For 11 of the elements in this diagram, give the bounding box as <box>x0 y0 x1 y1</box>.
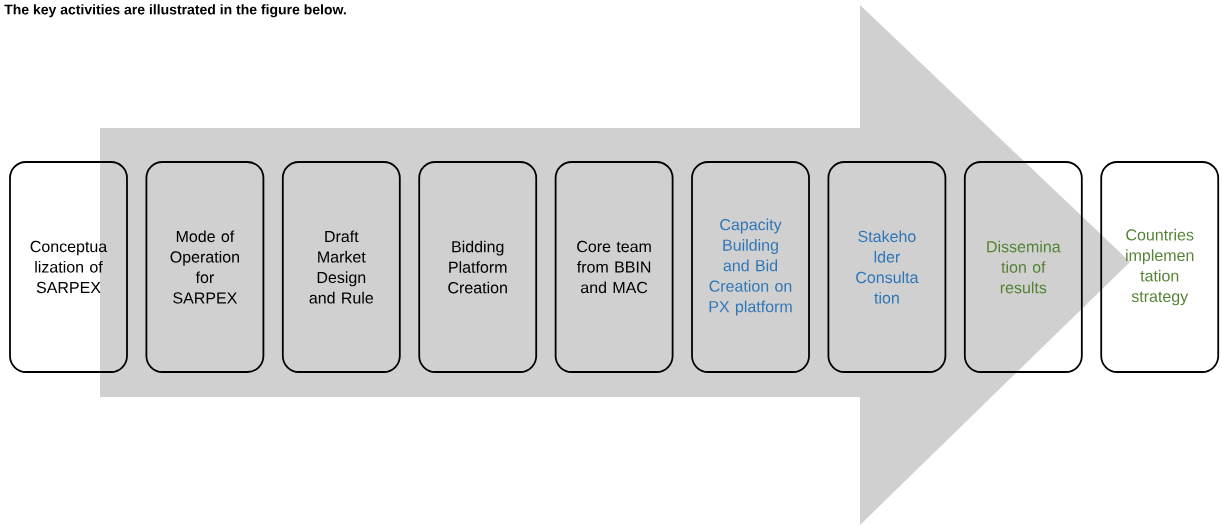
activity-box: Conceptua lization of SARPEX <box>9 161 128 373</box>
block-arrow <box>100 5 1130 525</box>
activity-box: Stakeho lder Consulta tion <box>827 161 947 373</box>
activity-box: Mode of Operation for SARPEX <box>145 161 265 373</box>
activity-box: Countries implemen tation strategy <box>1100 161 1220 373</box>
activity-box: Core team from BBIN and MAC <box>554 161 674 373</box>
activity-box: Bidding Platform Creation <box>418 161 538 373</box>
heading: The key activities are illustrated in the figure below. <box>4 4 346 18</box>
activity-box: Dissemina tion of results <box>963 161 1083 373</box>
activity-box: Draft Market Design and Rule <box>281 161 401 373</box>
activity-box: Capacity Building and Bid Creation on PX platform <box>691 161 810 373</box>
